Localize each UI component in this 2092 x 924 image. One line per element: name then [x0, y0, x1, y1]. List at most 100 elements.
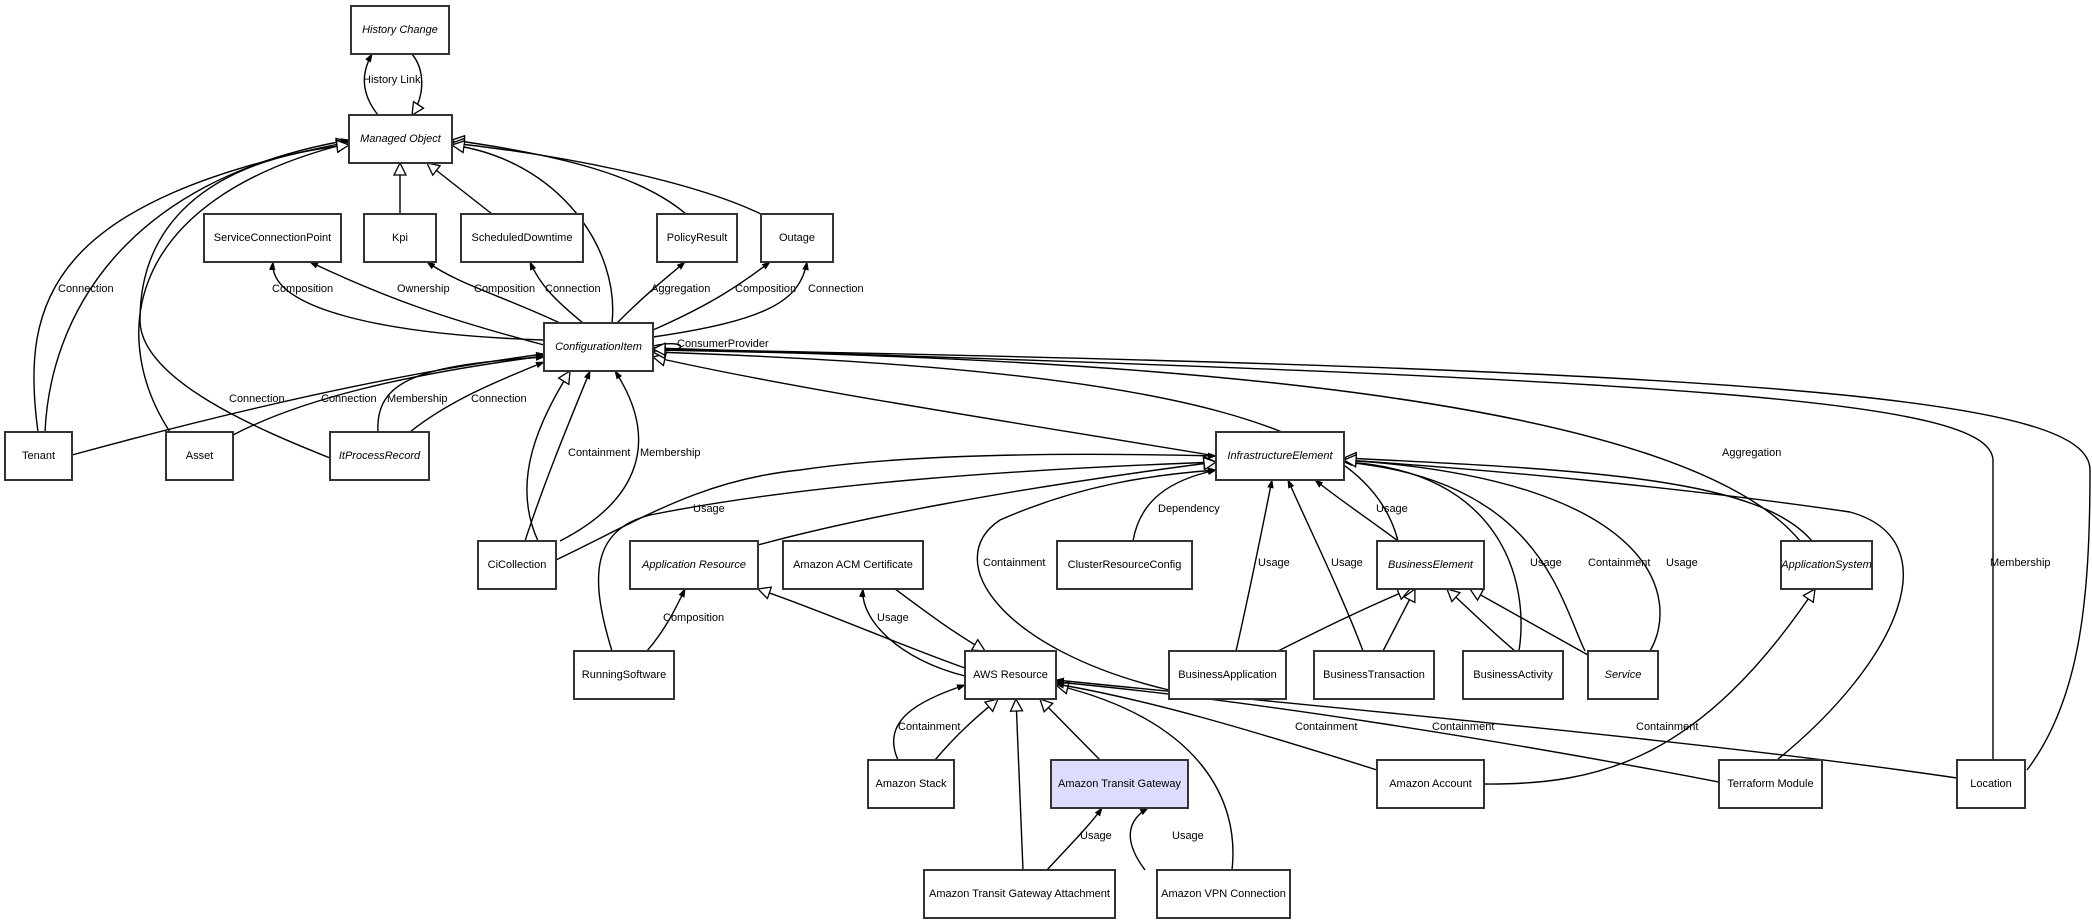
class-node-managed-object[interactable]: Managed Object	[348, 114, 453, 164]
edge-label: Containment	[1636, 721, 1698, 733]
class-node-scheduled-downtime[interactable]: ScheduledDowntime	[460, 213, 584, 263]
class-node-service-connection-point[interactable]: ServiceConnectionPoint	[203, 213, 342, 263]
node-box[interactable]	[1718, 759, 1823, 809]
edge-line	[1277, 589, 1410, 652]
node-box[interactable]	[656, 213, 738, 263]
node-box[interactable]	[350, 5, 450, 55]
edge-line	[310, 261, 545, 346]
class-node-ci-collection[interactable]: CiCollection	[477, 540, 557, 590]
class-node-amazon-transit-gateway[interactable]: Amazon Transit Gateway	[1050, 759, 1189, 809]
class-node-policy-result[interactable]: PolicyResult	[656, 213, 738, 263]
association-edge-service-to-infrastructure_element	[1344, 460, 1661, 652]
node-box[interactable]	[1168, 650, 1287, 700]
class-node-history-change[interactable]: History Change	[350, 5, 450, 55]
node-box[interactable]	[1056, 540, 1193, 590]
class-node-application-system[interactable]: ApplicationSystem	[1780, 540, 1873, 590]
class-node-amazon-vpn-connection[interactable]: Amazon VPN Connection	[1156, 869, 1291, 919]
node-label: InfrastructureElement	[1227, 450, 1333, 462]
class-node-kpi[interactable]: Kpi	[363, 213, 437, 263]
node-label: BusinessTransaction	[1323, 669, 1425, 681]
inheritance-edge-configuration_item-to-managed_object	[452, 145, 614, 324]
inheritance-edge-running_software-to-infrastructure_element	[597, 462, 1216, 652]
node-box[interactable]	[460, 213, 584, 263]
edge-line	[934, 699, 998, 761]
class-node-service[interactable]: Service	[1587, 650, 1659, 700]
node-box[interactable]	[1462, 650, 1564, 700]
node-box[interactable]	[782, 540, 924, 590]
node-label: ServiceConnectionPoint	[214, 232, 331, 244]
association-edge-aws_resource-to-amazon_acm_certificate	[863, 589, 966, 677]
class-node-amazon-transit-gateway-attachment[interactable]: Amazon Transit Gateway Attachment	[923, 869, 1116, 919]
edge-line	[1315, 480, 1399, 542]
node-label: Outage	[779, 232, 815, 244]
node-box[interactable]	[1376, 540, 1485, 590]
node-box[interactable]	[923, 869, 1116, 919]
association-edge-it_process_record-to-configuration_item	[409, 361, 544, 433]
class-node-running-software[interactable]: RunningSoftware	[573, 650, 675, 700]
class-node-amazon-account[interactable]: Amazon Account	[1376, 759, 1485, 809]
node-box[interactable]	[760, 213, 834, 263]
class-node-application-resource[interactable]: Application Resource	[629, 540, 759, 590]
node-box[interactable]	[964, 650, 1057, 700]
node-box[interactable]	[1215, 431, 1345, 481]
node-box[interactable]	[203, 213, 342, 263]
node-box[interactable]	[329, 431, 430, 481]
class-node-configuration-item[interactable]: ConfigurationItem	[543, 322, 654, 372]
node-box[interactable]	[348, 114, 453, 164]
node-box[interactable]	[4, 431, 73, 481]
class-node-business-transaction[interactable]: BusinessTransaction	[1313, 650, 1435, 700]
node-label: Kpi	[392, 232, 408, 244]
class-node-terraform-module[interactable]: Terraform Module	[1718, 759, 1823, 809]
node-label: CiCollection	[488, 559, 547, 571]
association-edge-amazon_stack-to-aws_resource	[892, 684, 965, 761]
edge-label: Containment	[1588, 557, 1650, 569]
edge-line	[452, 140, 687, 215]
node-box[interactable]	[1156, 869, 1291, 919]
edge-label: Usage	[1376, 503, 1408, 515]
edge-label: Membership	[640, 447, 701, 459]
node-label: Amazon Account	[1389, 778, 1472, 790]
class-node-tenant[interactable]: Tenant	[4, 431, 73, 481]
node-box[interactable]	[573, 650, 675, 700]
class-node-business-activity[interactable]: BusinessActivity	[1462, 650, 1564, 700]
node-box[interactable]	[1376, 759, 1485, 809]
class-node-cluster-resource-config[interactable]: ClusterResourceConfig	[1056, 540, 1193, 590]
class-node-amazon-stack[interactable]: Amazon Stack	[867, 759, 955, 809]
node-box[interactable]	[543, 322, 654, 372]
node-label: Application Resource	[641, 559, 746, 571]
node-box[interactable]	[1050, 759, 1189, 809]
class-node-location[interactable]: Location	[1956, 759, 2026, 809]
edge-line	[758, 589, 966, 669]
node-label: Amazon ACM Certificate	[793, 559, 913, 571]
class-node-infrastructure-element[interactable]: InfrastructureElement	[1215, 431, 1345, 481]
class-node-outage[interactable]: Outage	[760, 213, 834, 263]
edge-line	[652, 262, 770, 331]
class-node-business-application[interactable]: BusinessApplication	[1168, 650, 1287, 700]
edge-label: Usage	[1331, 557, 1363, 569]
node-label: Amazon VPN Connection	[1161, 888, 1286, 900]
node-label: Tenant	[22, 450, 55, 462]
node-box[interactable]	[1956, 759, 2026, 809]
node-label: ScheduledDowntime	[472, 232, 573, 244]
node-box[interactable]	[867, 759, 955, 809]
class-node-aws-resource[interactable]: AWS Resource	[964, 650, 1057, 700]
node-box[interactable]	[165, 431, 234, 481]
node-box[interactable]	[477, 540, 557, 590]
edge-label: Connection	[321, 393, 377, 405]
class-node-it-process-record[interactable]: ItProcessRecord	[329, 431, 430, 481]
edge-line	[1132, 470, 1216, 542]
class-node-amazon-acm-certificate[interactable]: Amazon ACM Certificate	[782, 540, 924, 590]
node-box[interactable]	[1313, 650, 1435, 700]
association-edge-ci_collection-to-configuration_item	[524, 371, 591, 542]
inheritance-edge-amazon_acm_certificate-to-aws_resource	[894, 588, 985, 651]
edge-line	[139, 145, 349, 459]
edge-line	[559, 371, 640, 542]
class-node-asset[interactable]: Asset	[165, 431, 234, 481]
node-box[interactable]	[363, 213, 437, 263]
edge-label: Membership	[387, 393, 448, 405]
node-box[interactable]	[1780, 540, 1873, 590]
class-node-business-element[interactable]: BusinessElement	[1376, 540, 1485, 590]
node-box[interactable]	[1587, 650, 1659, 700]
node-box[interactable]	[629, 540, 759, 590]
edge-label: Containment	[568, 447, 630, 459]
